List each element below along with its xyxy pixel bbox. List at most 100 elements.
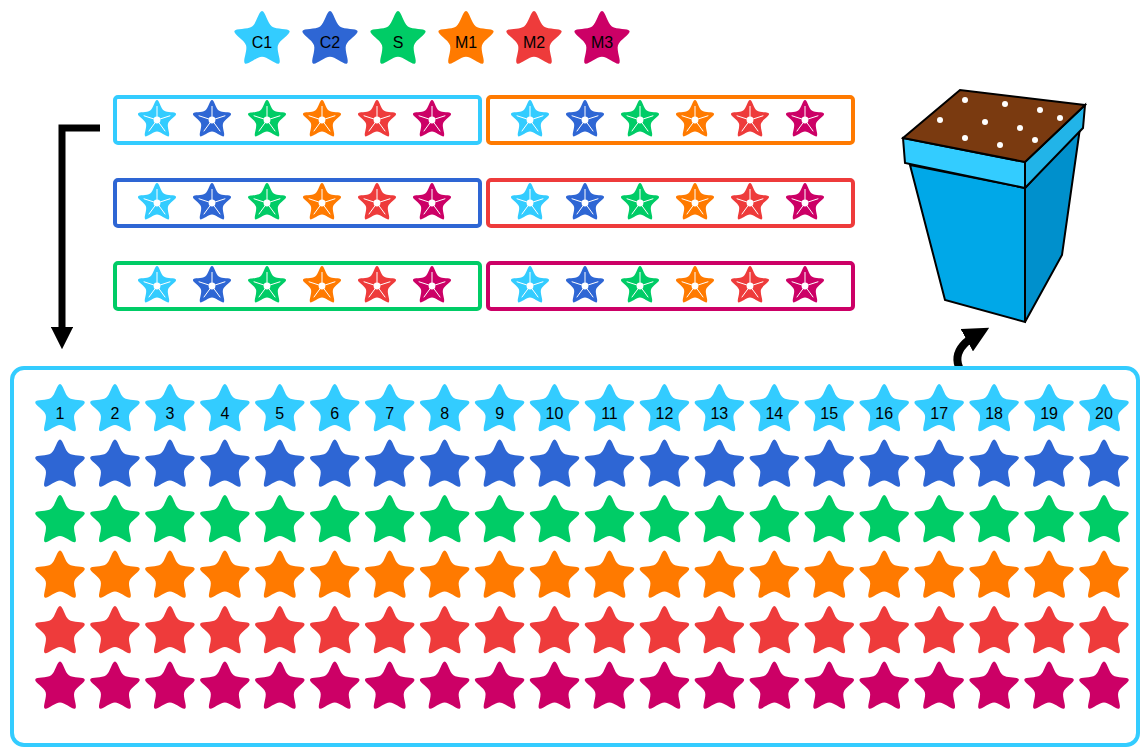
flower-shape <box>969 662 1019 709</box>
flower-shape <box>585 384 635 431</box>
flower <box>676 183 714 219</box>
callout-number: 3 <box>150 404 190 424</box>
flower <box>255 495 305 542</box>
flower <box>358 183 396 219</box>
flower-center <box>692 283 699 290</box>
flower-shape <box>310 495 360 542</box>
flower <box>413 266 451 302</box>
flower-shape <box>750 440 800 487</box>
flower <box>310 495 360 542</box>
flower-shape <box>695 662 745 709</box>
flower-shape <box>200 495 250 542</box>
flower-shape <box>566 183 604 219</box>
flower-shape <box>475 662 525 709</box>
flower <box>138 266 176 302</box>
flower <box>750 551 800 598</box>
flower <box>1024 440 1074 487</box>
flower <box>413 100 451 136</box>
flower <box>585 551 635 598</box>
flower-shape <box>804 551 854 598</box>
flower <box>200 384 250 431</box>
flower <box>35 662 85 709</box>
flower-shape <box>35 662 85 709</box>
flower <box>234 11 289 64</box>
flower <box>969 606 1019 653</box>
callout-number: 15 <box>809 404 849 424</box>
flower-shape <box>420 440 470 487</box>
flower <box>511 183 549 219</box>
flower <box>914 495 964 542</box>
flower <box>193 100 231 136</box>
flower <box>530 384 580 431</box>
flower <box>145 606 195 653</box>
flower <box>248 266 286 302</box>
flower <box>255 606 305 653</box>
flower <box>786 100 824 136</box>
flower <box>1079 384 1129 431</box>
flower-shape <box>420 551 470 598</box>
flower-center <box>374 283 381 290</box>
flower <box>750 606 800 653</box>
flower-center <box>154 283 161 290</box>
flower <box>1079 662 1129 709</box>
flower <box>200 440 250 487</box>
flower-shape <box>969 495 1019 542</box>
flower-shape <box>804 606 854 653</box>
flower-shape <box>786 183 824 219</box>
flower-shape <box>530 495 580 542</box>
flower-shape <box>530 440 580 487</box>
flower-center <box>209 283 216 290</box>
flower-shape <box>786 100 824 136</box>
flower <box>365 495 415 542</box>
flower-shape <box>804 662 854 709</box>
flower-shape <box>310 606 360 653</box>
flower <box>303 266 341 302</box>
flower-center <box>319 200 326 207</box>
flower <box>310 551 360 598</box>
flower <box>35 384 85 431</box>
flower <box>145 384 195 431</box>
flower-center <box>429 200 436 207</box>
legend-label: S <box>376 33 420 53</box>
flower <box>859 495 909 542</box>
flower <box>420 384 470 431</box>
flower-center <box>527 200 534 207</box>
flower <box>310 384 360 431</box>
flower-center <box>319 283 326 290</box>
flower-shape <box>859 384 909 431</box>
flower-shape <box>420 384 470 431</box>
flower-shape <box>90 495 140 542</box>
flower-shape <box>1024 551 1074 598</box>
flower <box>804 606 854 653</box>
flower-shape <box>248 183 286 219</box>
flower <box>420 495 470 542</box>
flower-center <box>582 117 589 124</box>
flower-center <box>802 117 809 124</box>
flower <box>248 183 286 219</box>
flower-center <box>154 200 161 207</box>
callout-number: 13 <box>699 404 739 424</box>
flower-shape <box>969 440 1019 487</box>
flower-shape <box>566 100 604 136</box>
flower <box>475 662 525 709</box>
callout-number: 11 <box>589 404 629 424</box>
flower <box>969 551 1019 598</box>
group-box <box>488 97 853 143</box>
flower-shape <box>731 100 769 136</box>
flower <box>1024 662 1074 709</box>
flower-shape <box>358 266 396 302</box>
flower <box>413 183 451 219</box>
flower-shape <box>365 384 415 431</box>
flower-shape <box>310 384 360 431</box>
flower <box>750 440 800 487</box>
flower <box>1024 384 1074 431</box>
flow-arrow <box>62 128 100 338</box>
flower-shape <box>530 384 580 431</box>
flower <box>248 100 286 136</box>
flower-shape <box>640 551 690 598</box>
group-box <box>115 180 480 226</box>
flower-shape <box>695 606 745 653</box>
flower-shape <box>1024 662 1074 709</box>
flower <box>370 11 425 64</box>
